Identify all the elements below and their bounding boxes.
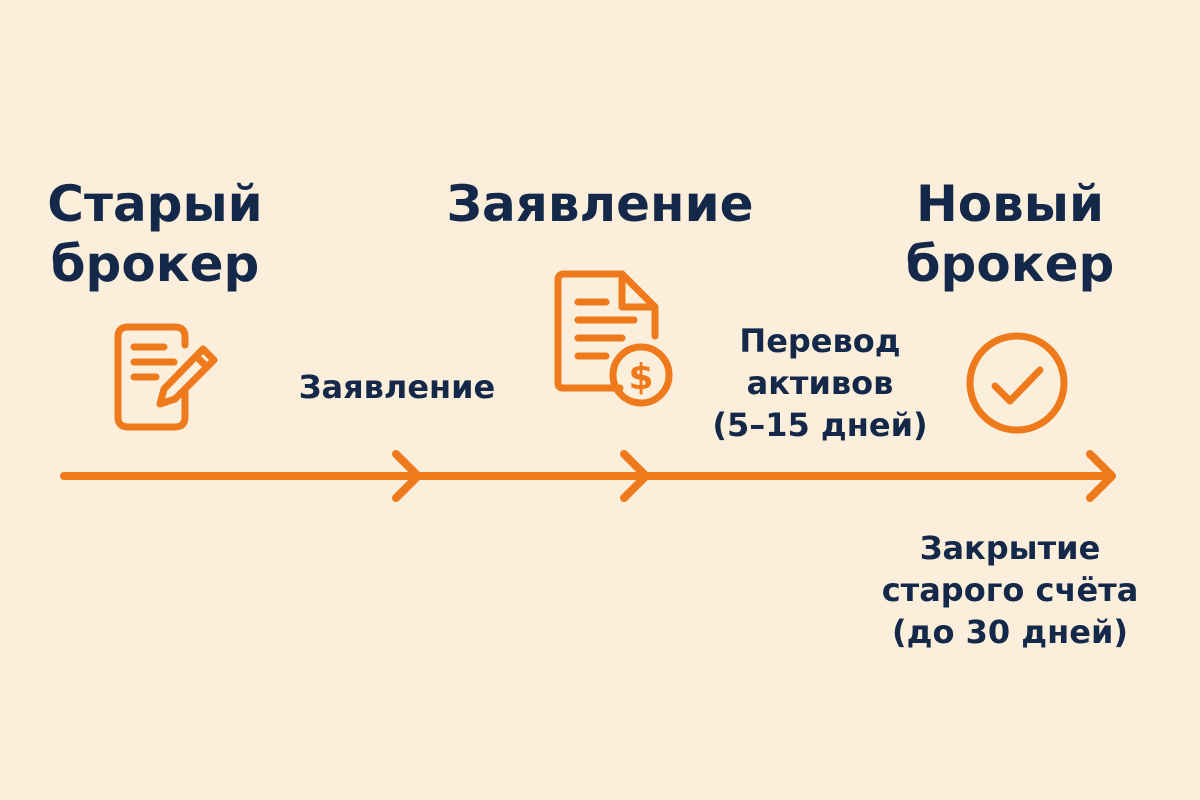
step-label-line: Заявление — [298, 368, 496, 406]
step-label-line: старого счёта — [881, 571, 1139, 609]
stage-heading-line: Новый — [915, 175, 1105, 233]
step-label-line: (5–15 дней) — [712, 406, 928, 444]
dollar-sign-icon: $ — [628, 357, 653, 398]
invoice-dollar-document-icon — [554, 270, 673, 407]
stage-heading-application: Заявление — [440, 174, 760, 234]
check-circle-icon — [966, 332, 1068, 434]
stage-heading-line: Старый — [47, 175, 263, 233]
stage-heading-new-broker: Новый брокер — [890, 174, 1130, 294]
stage-heading-line: брокер — [50, 235, 260, 293]
step-label-line: активов — [746, 364, 894, 402]
step-label-line: Закрытие — [919, 529, 1101, 567]
arrow-head — [1086, 450, 1116, 502]
arrow-chevron-1 — [392, 450, 422, 502]
step-label-application: Заявление — [262, 366, 532, 408]
step-label-asset-transfer: Перевод активов (5–15 дней) — [690, 320, 950, 446]
stage-heading-line: брокер — [905, 235, 1115, 293]
arrow-chevron-2 — [620, 450, 650, 502]
step-label-line: (до 30 дней) — [892, 613, 1128, 651]
stage-heading-old-broker: Старый брокер — [30, 174, 280, 294]
edit-document-icon — [114, 323, 218, 431]
stage-heading-line: Заявление — [446, 175, 754, 233]
timeline-arrow — [60, 450, 1116, 502]
step-label-line: Перевод — [739, 322, 901, 360]
step-label-close-account: Закрытие старого счёта (до 30 дней) — [840, 527, 1180, 653]
